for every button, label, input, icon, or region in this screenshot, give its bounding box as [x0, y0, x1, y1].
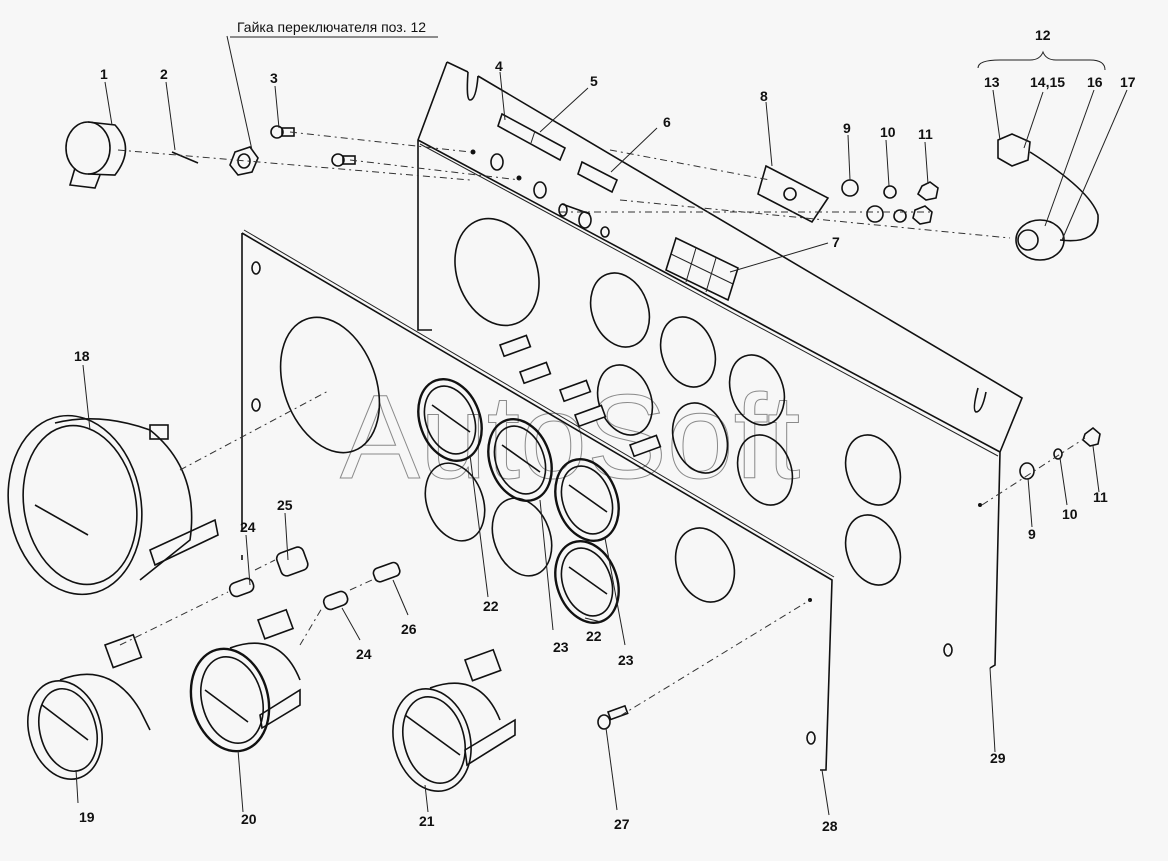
callout-11b: 11: [1093, 489, 1108, 505]
right-hardware: [1019, 426, 1101, 480]
callout-10b: 10: [1062, 506, 1078, 522]
callout-8: 8: [760, 88, 768, 104]
callout-25: 25: [277, 497, 293, 513]
indicator-blocks: [497, 112, 739, 302]
rear-panel: [417, 61, 1024, 669]
callout-14-15: 14,15: [1030, 74, 1065, 90]
callout-2: 2: [160, 66, 168, 82]
callout-6: 6: [663, 114, 671, 130]
callout-3: 3: [270, 70, 278, 86]
screw-27: [597, 704, 629, 730]
front-panel: [241, 229, 835, 771]
bulbs-sockets: [228, 546, 401, 611]
switch-nut-caption: Гайка переключателя поз. 12: [237, 19, 426, 35]
gauge-18: [7, 414, 219, 596]
callout-7: 7: [832, 234, 840, 250]
panel-sockets: [498, 334, 662, 458]
callout-1: 1: [100, 66, 108, 82]
callout-23b: 23: [618, 652, 634, 668]
group-brace: [977, 50, 1106, 71]
callout-9b: 9: [1028, 526, 1036, 542]
callout-18: 18: [74, 348, 90, 364]
callout-labels: 1 2 3 4 5 6 7 8 9 10 11 12 13 14,15 16 1…: [74, 27, 1136, 834]
callout-9: 9: [843, 120, 851, 136]
callout-24: 24: [240, 519, 256, 535]
gauge-21: [392, 648, 516, 792]
pin-part: [171, 151, 199, 164]
callout-10: 10: [880, 124, 896, 140]
callout-21: 21: [419, 813, 435, 829]
buzzer-part: [65, 121, 127, 189]
callout-5: 5: [590, 73, 598, 89]
callout-16: 16: [1087, 74, 1103, 90]
gauge-20: [189, 608, 301, 753]
callout-20: 20: [241, 811, 257, 827]
callout-4: 4: [495, 58, 503, 74]
nut-part: [229, 146, 259, 176]
switch-bracket-part: [757, 164, 939, 225]
callout-22b: 22: [586, 628, 602, 644]
callout-12: 12: [1035, 27, 1051, 43]
gauge-bezels: [417, 378, 620, 624]
sensor-assembly: [997, 133, 1099, 261]
gauge-19: [27, 633, 151, 780]
callout-13: 13: [984, 74, 1000, 90]
callout-22: 22: [483, 598, 499, 614]
callout-19: 19: [79, 809, 95, 825]
callout-27: 27: [614, 816, 630, 832]
callout-26: 26: [401, 621, 417, 637]
callout-29: 29: [990, 750, 1006, 766]
screw-parts: [270, 125, 356, 167]
callout-28: 28: [822, 818, 838, 834]
callout-17: 17: [1120, 74, 1136, 90]
callout-11: 11: [918, 126, 933, 142]
callout-23: 23: [553, 639, 569, 655]
callout-24b: 24: [356, 646, 372, 662]
assembly-lines: [117, 131, 1086, 717]
leader-lines: [75, 35, 1128, 816]
